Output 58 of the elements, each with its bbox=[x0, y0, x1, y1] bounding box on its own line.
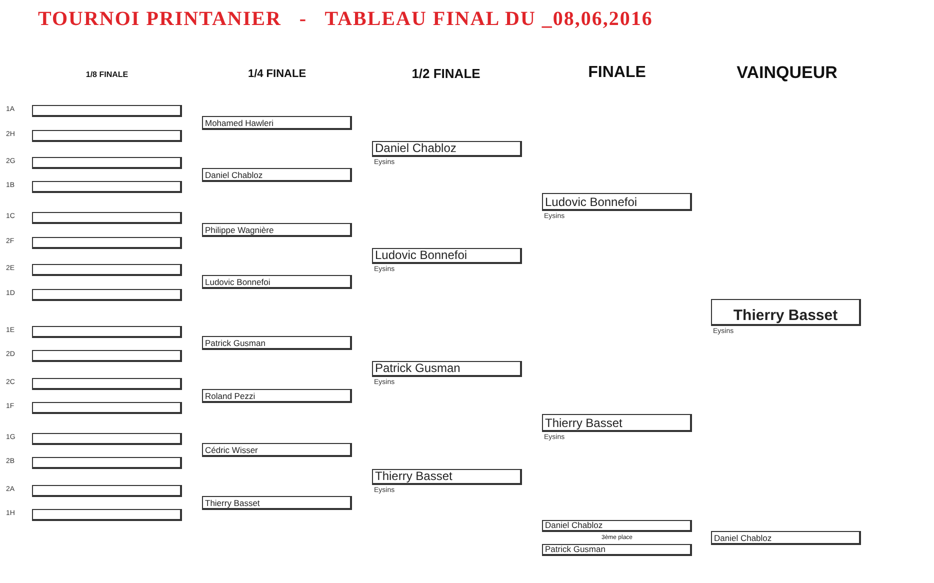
empty-box bbox=[32, 457, 182, 469]
name-box bbox=[372, 361, 522, 377]
empty-box bbox=[32, 130, 182, 142]
name-box bbox=[542, 544, 692, 556]
player-name: Patrick Gusman bbox=[375, 362, 460, 375]
player-name: Thierry Basset bbox=[545, 416, 622, 430]
column-heading: VAINQUEUR bbox=[736, 63, 838, 83]
title: TOURNOI PRINTANIER - TABLEAU FINAL DU _08,06,2016 bbox=[38, 8, 653, 31]
column-heading: 1/4 FINALE bbox=[248, 68, 306, 80]
column-heading: FINALE bbox=[588, 64, 646, 82]
name-box bbox=[711, 531, 861, 545]
column-heading: 1/8 FINALE bbox=[86, 70, 128, 79]
empty-box bbox=[32, 509, 182, 521]
name-box bbox=[711, 299, 861, 326]
player-name: Daniel Chabloz bbox=[545, 520, 603, 530]
player-name: Roland Pezzi bbox=[205, 392, 256, 401]
empty-box bbox=[32, 181, 182, 193]
player-name: Mohamed Hawleri bbox=[205, 118, 274, 128]
player-name: Thierry Basset bbox=[205, 498, 260, 508]
empty-box bbox=[32, 289, 182, 301]
name-box bbox=[202, 116, 352, 130]
player-name: Patrick Gusman bbox=[545, 544, 606, 554]
name-box bbox=[542, 193, 692, 211]
name-box bbox=[202, 496, 352, 510]
empty-box bbox=[32, 485, 182, 497]
player-name: Ludovic Bonnefoi bbox=[205, 278, 270, 287]
player-name: Cédric Wisser bbox=[205, 446, 258, 455]
name-box bbox=[542, 520, 692, 532]
column-heading: 1/2 FINALE bbox=[412, 66, 480, 81]
empty-box bbox=[32, 237, 182, 249]
player-name: Ludovic Bonnefoi bbox=[375, 248, 468, 262]
player-name: Thierry Basset bbox=[732, 308, 839, 324]
player-name: Daniel Chabloz bbox=[205, 170, 263, 180]
empty-box bbox=[32, 433, 182, 445]
name-box bbox=[202, 336, 352, 350]
empty-box bbox=[32, 212, 182, 224]
name-box bbox=[202, 389, 352, 403]
player-name: Ludovic Bonnefoi bbox=[545, 196, 638, 209]
empty-box bbox=[32, 326, 182, 338]
empty-box bbox=[32, 350, 182, 362]
empty-box bbox=[32, 157, 182, 169]
name-box bbox=[542, 414, 692, 432]
player-name: Philippe Wagnière bbox=[205, 226, 274, 235]
empty-box bbox=[32, 264, 182, 276]
empty-box bbox=[32, 378, 182, 390]
name-box bbox=[372, 248, 522, 264]
empty-box bbox=[32, 402, 182, 414]
empty-box bbox=[32, 105, 182, 117]
name-box bbox=[202, 223, 352, 237]
player-name: Daniel Chabloz bbox=[375, 142, 456, 155]
name-box bbox=[202, 443, 352, 457]
name-box bbox=[202, 275, 352, 289]
player-name: Thierry Basset bbox=[375, 470, 452, 483]
player-name: Daniel Chabloz bbox=[714, 534, 772, 543]
name-box bbox=[372, 141, 522, 157]
name-box bbox=[372, 469, 522, 485]
player-name: Patrick Gusman bbox=[205, 338, 266, 348]
name-box bbox=[202, 168, 352, 182]
